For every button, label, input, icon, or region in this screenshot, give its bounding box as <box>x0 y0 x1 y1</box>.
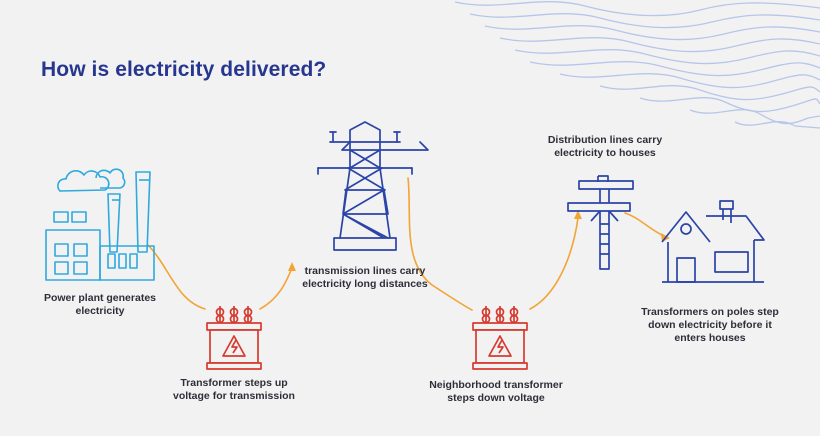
label-line: electricity long distances <box>302 278 428 290</box>
utility-pole-icon <box>567 175 634 270</box>
transmission-tower-icon <box>317 121 429 251</box>
label-line: voltage for transmission <box>173 390 295 402</box>
label-line: Neighborhood transformer <box>429 379 563 391</box>
power-plant-icon <box>45 168 155 281</box>
label-line: down electricity before it <box>648 319 772 331</box>
step-label-step-up-transformer: Transformer steps up voltage for transmi… <box>159 377 309 403</box>
house-icon <box>661 200 765 283</box>
label-line: Distribution lines carry <box>547 134 663 146</box>
label-line: electricity to houses <box>554 147 656 159</box>
connector-pole-to-house <box>624 212 665 237</box>
label-line: Transformers on poles step <box>641 306 779 318</box>
connector-arrowheads <box>288 210 670 271</box>
label-line: transmission lines carry <box>304 265 426 277</box>
label-line: electricity <box>75 305 125 317</box>
label-line: Power plant generates <box>43 292 157 304</box>
step-up-transformer-icon <box>206 306 262 370</box>
connector-transformer-to-pole <box>529 217 579 310</box>
label-line: enters houses <box>674 332 746 344</box>
step-label-transmission-lines: transmission lines carry electricity lon… <box>290 265 440 291</box>
neighborhood-transformer-icon <box>472 306 528 370</box>
step-label-neighborhood-transformer: Neighborhood transformer steps down volt… <box>416 379 576 405</box>
connector-tower-to-transformer <box>407 177 473 311</box>
step-label-power-plant: Power plant generates electricity <box>30 292 170 318</box>
page-title: How is electricity delivered? <box>41 58 327 81</box>
connector-transformer-to-tower <box>259 267 293 310</box>
decorative-waves <box>454 1 820 129</box>
step-label-pole-transformers: Transformers on poles step down electric… <box>630 306 790 345</box>
label-line: steps down voltage <box>447 392 545 404</box>
step-label-distribution-lines: Distribution lines carry electricity to … <box>530 134 680 160</box>
label-line: Transformer steps up <box>180 377 288 389</box>
